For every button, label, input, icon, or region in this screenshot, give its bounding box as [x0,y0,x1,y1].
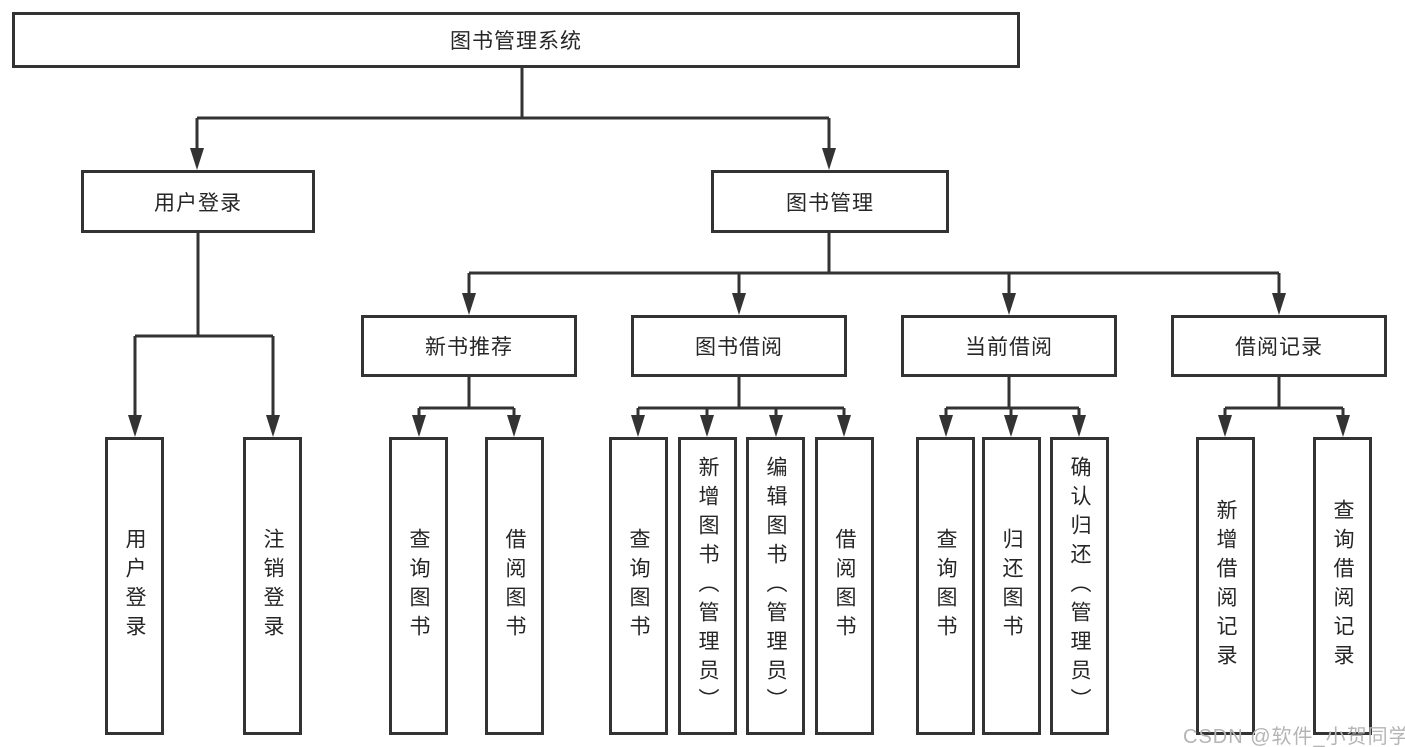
leaf-borrow-add-book-admin-label: 新增图书（管理员） [696,455,719,717]
node-root-book-management-system: 图书管理系统 [12,12,1020,68]
leaf-current-query-book-label: 查询图书 [934,528,957,644]
leaf-borrow-borrow-book: 借阅图书 [815,437,874,735]
node-borrow-record: 借阅记录 [1171,315,1387,377]
leaf-logout-login-label: 注销登录 [261,528,284,644]
leaf-recommend-borrow-book-label: 借阅图书 [503,528,526,644]
leaf-borrow-query-book: 查询图书 [609,437,668,735]
leaf-recommend-query-book: 查询图书 [389,437,448,735]
leaf-current-return-book-label: 归还图书 [1000,528,1023,644]
node-book-management: 图书管理 [711,170,949,233]
leaf-current-confirm-return-admin: 确认归还（管理员） [1050,437,1109,735]
leaf-recommend-query-book-label: 查询图书 [407,528,430,644]
csdn-watermark: CSDN @软件_小贺同学 [1183,726,1405,747]
leaf-borrow-borrow-book-label: 借阅图书 [833,528,856,644]
leaf-logout-login: 注销登录 [243,437,302,735]
leaf-user-login-label: 用户登录 [123,528,146,644]
leaf-current-confirm-return-admin-label: 确认归还（管理员） [1068,455,1091,717]
leaf-borrow-edit-book-admin-label: 编辑图书（管理员） [764,455,787,717]
leaf-current-return-book: 归还图书 [982,437,1041,735]
node-user-login: 用户登录 [81,170,315,233]
node-book-borrow: 图书借阅 [631,315,847,377]
leaf-record-add: 新增借阅记录 [1196,437,1255,735]
leaf-record-add-label: 新增借阅记录 [1214,499,1237,673]
leaf-user-login: 用户登录 [105,437,164,735]
leaf-borrow-edit-book-admin: 编辑图书（管理员） [746,437,805,735]
leaf-current-query-book: 查询图书 [916,437,975,735]
leaf-recommend-borrow-book: 借阅图书 [485,437,544,735]
leaf-borrow-query-book-label: 查询图书 [627,528,650,644]
node-new-book-recommend: 新书推荐 [361,315,577,377]
leaf-borrow-add-book-admin: 新增图书（管理员） [678,437,737,735]
leaf-record-query-label: 查询借阅记录 [1331,499,1354,673]
leaf-record-query: 查询借阅记录 [1313,437,1372,735]
node-current-borrow: 当前借阅 [901,315,1117,377]
